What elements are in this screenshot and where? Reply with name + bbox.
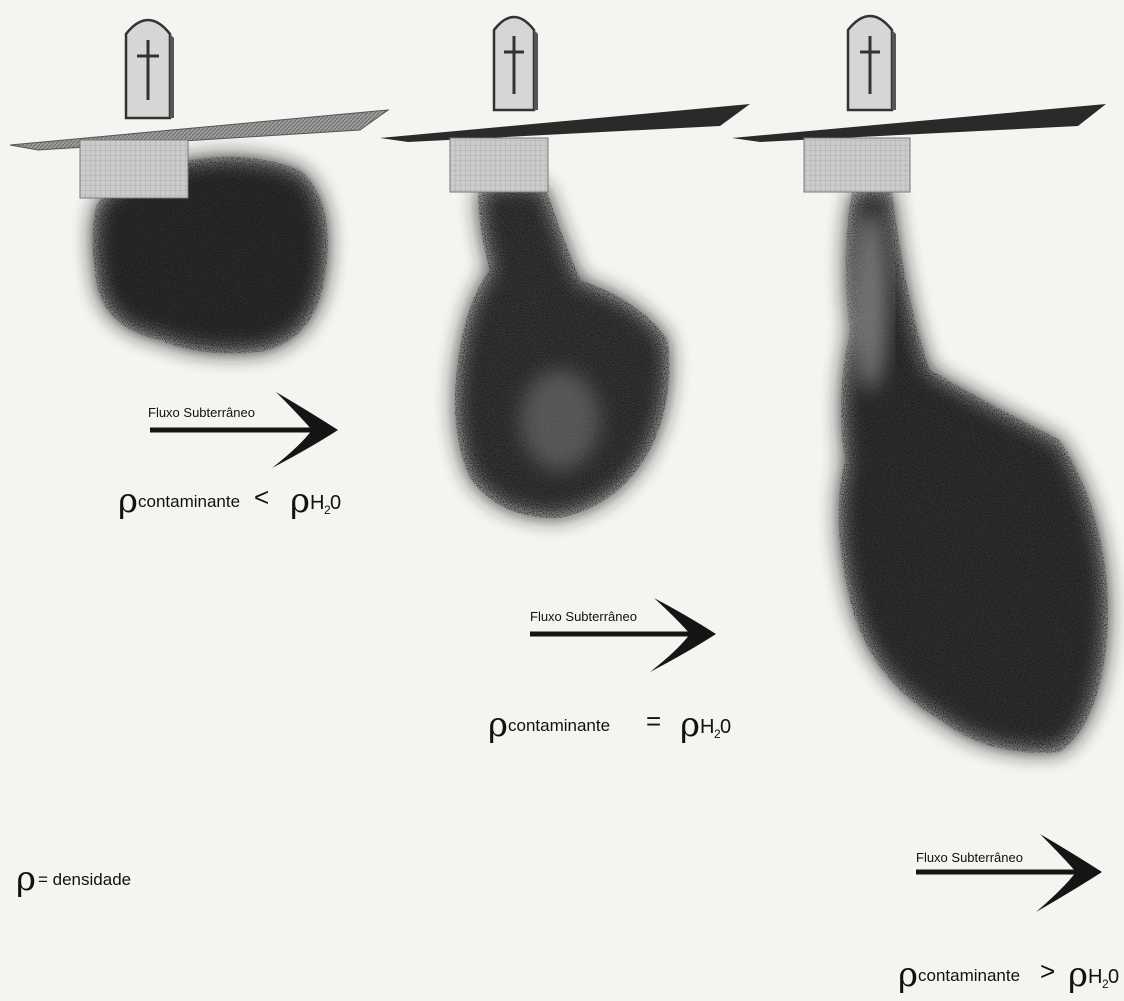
headstone-cross-icon [494, 17, 538, 110]
flow-arrow-1: Fluxo Subterrâneo [148, 392, 338, 468]
flow-label: Fluxo Subterrâneo [916, 850, 1023, 865]
rho-symbol: ρ [118, 481, 138, 521]
flow-arrow-3: Fluxo Subterrâneo [916, 834, 1102, 912]
comparison-operator: = [646, 706, 661, 736]
flow-label: Fluxo Subterrâneo [530, 609, 637, 624]
rho-symbol: ρ [898, 955, 918, 995]
scene-denser [732, 16, 1108, 753]
scene-lighter [10, 20, 388, 354]
density-relation-denser: ρ contaminante > ρ H 2 0 [898, 955, 1119, 995]
density-relation-lighter: ρ contaminante < ρ H 2 0 [118, 481, 341, 521]
contaminant-plume [455, 184, 670, 518]
flow-label: Fluxo Subterrâneo [148, 405, 255, 420]
contaminant-plume [839, 188, 1109, 752]
comparison-operator: > [1040, 956, 1055, 986]
density-relation-equal: ρ contaminante = ρ H 2 0 [488, 705, 731, 745]
contaminant-label: contaminante [508, 716, 610, 735]
ground-surface [10, 110, 388, 150]
contaminant-label: contaminante [138, 492, 240, 511]
water-label: H [1088, 966, 1102, 988]
headstone-cross-icon [126, 20, 174, 118]
rho-symbol: ρ [680, 705, 700, 745]
legend-symbol: ρ [16, 859, 36, 899]
contaminant-label: contaminante [918, 966, 1020, 985]
rho-symbol: ρ [290, 481, 310, 521]
water-label: H [310, 492, 324, 514]
rho-symbol: ρ [488, 705, 508, 745]
legend: ρ = densidade [16, 859, 131, 899]
comparison-operator: < [254, 482, 269, 512]
rho-symbol: ρ [1068, 955, 1088, 995]
grave-block [804, 138, 910, 192]
water-label-tail: 0 [1108, 966, 1119, 988]
legend-text: = densidade [38, 870, 131, 889]
ground-surface [380, 104, 750, 142]
flow-arrow-2: Fluxo Subterrâneo [530, 598, 716, 672]
headstone-cross-icon [848, 16, 896, 110]
water-label-tail: 0 [330, 492, 341, 514]
scene-equal [380, 17, 750, 518]
water-label: H [700, 716, 714, 738]
ground-surface [732, 104, 1106, 142]
grave-block [80, 140, 188, 198]
grave-block [450, 138, 548, 192]
water-label-tail: 0 [720, 716, 731, 738]
